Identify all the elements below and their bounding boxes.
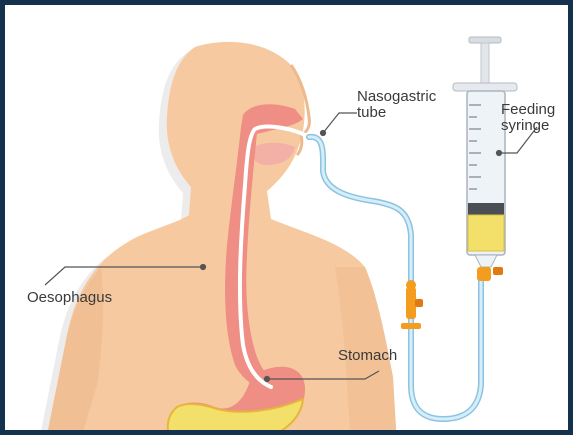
stomach-label: Stomach: [338, 348, 397, 364]
leader-nasogastric: [323, 113, 357, 133]
nasogastric-tube-label: Nasogastric tube: [357, 89, 436, 121]
nasogastric-tube-label-line2: tube: [357, 104, 386, 121]
feeding-syringe-label-line1: Feeding: [501, 101, 555, 118]
feeding-syringe-label-line2: syringe: [501, 117, 549, 134]
feeding-syringe: [453, 37, 517, 281]
feeding-diagram-illustration: [5, 5, 573, 435]
oesophagus-label: Oesophagus: [27, 290, 112, 306]
feeding-syringe-label: Feeding syringe: [501, 102, 555, 134]
nasogastric-tube-label-line1: Nasogastric: [357, 88, 436, 105]
